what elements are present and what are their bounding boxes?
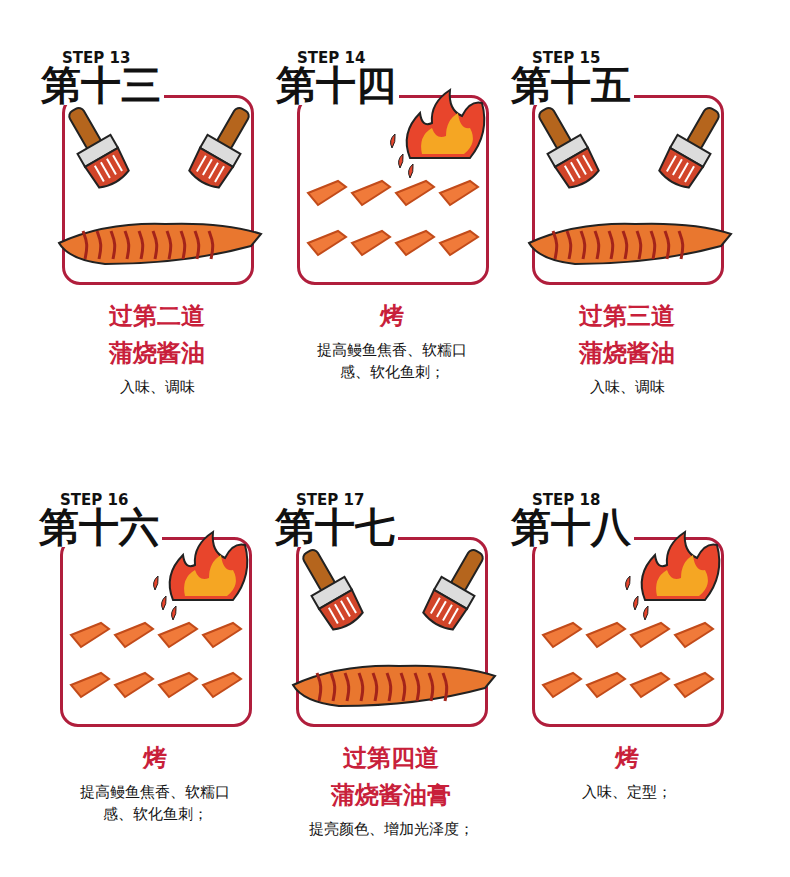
step-caption: 烤: [85, 739, 225, 776]
step-note: 提亮颜色、增加光泽度；: [301, 819, 481, 841]
step-note: 提高鳗鱼焦香、软糯口 感、软化鱼刺；: [302, 340, 482, 384]
brush-illustration: [535, 98, 721, 282]
caption-block: 烤提高鳗鱼焦香、软糯口 感、软化鱼刺；: [267, 297, 517, 384]
step-heading: 第十六: [36, 507, 162, 547]
caption-block: 烤入味、定型；: [502, 739, 752, 804]
step-panel: 过第三道 蒲烧酱油入味、调味STEP 15第十五: [502, 45, 752, 400]
illustration-frame: [297, 95, 489, 285]
basting-brush: [528, 100, 603, 191]
caption-block: 过第三道 蒲烧酱油入味、调味: [502, 297, 752, 399]
step-caption: 过第三道 蒲烧酱油: [557, 297, 697, 371]
step-caption: 烤: [557, 739, 697, 776]
illustration-frame: [60, 537, 252, 727]
step-panel: 烤提高鳗鱼焦香、软糯口 感、软化鱼刺；STEP 16第十六: [30, 487, 280, 826]
step-note: 提高鳗鱼焦香、软糯口 感、软化鱼刺；: [65, 782, 245, 826]
eel-fillet: [293, 666, 495, 706]
step-caption: 过第二道 蒲烧酱油: [87, 297, 227, 371]
step-heading: 第十八: [508, 507, 634, 547]
basting-brush: [58, 100, 133, 191]
eel-pieces: [308, 181, 478, 255]
eel-pieces: [543, 623, 713, 697]
grill-illustration: [535, 540, 721, 724]
step-panel: 过第二道 蒲烧酱油入味、调味STEP 13第十三: [32, 45, 282, 400]
eel-pieces: [71, 623, 241, 697]
brush-illustration: [65, 98, 251, 282]
step-caption: 烤: [322, 297, 462, 334]
illustration-frame: [532, 537, 724, 727]
eel-fillet: [529, 224, 731, 264]
step-heading: 第十四: [273, 65, 399, 105]
flame: [154, 532, 248, 620]
illustration-frame: [296, 537, 488, 727]
illustration-frame: [62, 95, 254, 285]
basting-brush: [656, 100, 731, 191]
basting-brush: [420, 542, 495, 633]
grill-illustration: [63, 540, 249, 724]
flame: [391, 90, 485, 178]
step-panel: 烤提高鳗鱼焦香、软糯口 感、软化鱼刺；STEP 14第十四: [267, 45, 517, 384]
caption-block: 过第四道 蒲烧酱油膏提亮颜色、增加光泽度；: [266, 739, 516, 841]
basting-brush: [186, 100, 261, 191]
step-heading: 第十五: [508, 65, 634, 105]
step-heading: 第十三: [38, 65, 164, 105]
illustration-frame: [532, 95, 724, 285]
step-caption: 过第四道 蒲烧酱油膏: [321, 739, 461, 813]
flame: [626, 532, 720, 620]
step-note: 入味、调味: [537, 377, 717, 399]
step-heading: 第十七: [272, 507, 398, 547]
brush-illustration: [299, 540, 485, 724]
step-panel: 过第四道 蒲烧酱油膏提亮颜色、增加光泽度；STEP 17第十七: [266, 487, 516, 842]
step-note: 入味、定型；: [537, 782, 717, 804]
step-panel: 烤入味、定型；STEP 18第十八: [502, 487, 752, 804]
caption-block: 烤提高鳗鱼焦香、软糯口 感、软化鱼刺；: [30, 739, 280, 826]
caption-block: 过第二道 蒲烧酱油入味、调味: [32, 297, 282, 399]
step-note: 入味、调味: [67, 377, 247, 399]
grill-illustration: [300, 98, 486, 282]
basting-brush: [292, 542, 367, 633]
eel-fillet: [59, 224, 261, 264]
